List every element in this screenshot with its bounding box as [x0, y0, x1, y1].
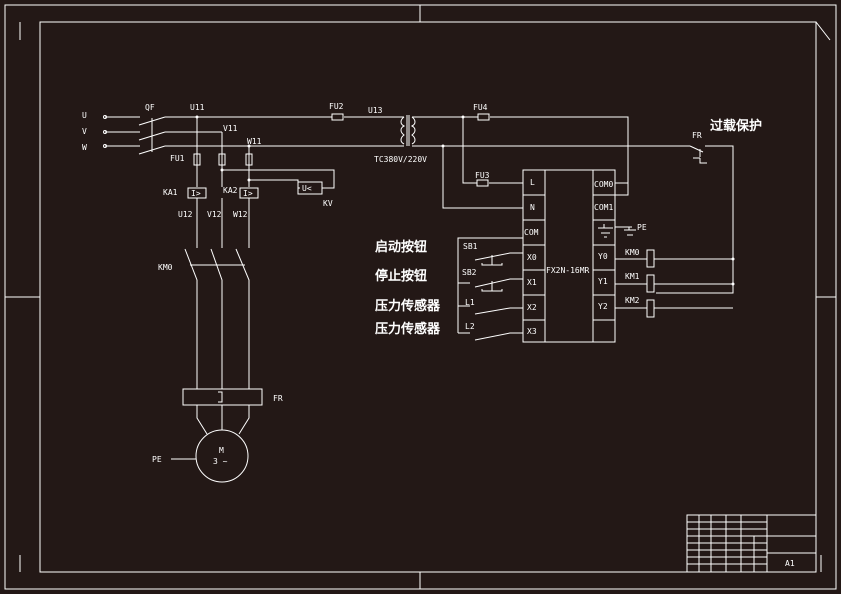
plc: L N COM X0 X1 X2 X3 COM0 COM1 Y0 Y1 Y2 F…	[522, 169, 647, 343]
label-plc-left-6: X3	[527, 327, 537, 336]
label-plc-right-4: Y1	[598, 277, 608, 286]
motor	[195, 429, 249, 483]
label-labels-FU3: FU3	[475, 171, 490, 180]
wire-line	[731, 282, 735, 286]
kv-relay	[297, 181, 323, 195]
label-labels-KA1: KA1	[163, 188, 178, 197]
label-labels-FR2: FR	[692, 131, 702, 140]
wire-line	[165, 116, 404, 147]
label-labels-SB1: SB1	[463, 242, 478, 251]
label-plc-coils-0: KM0	[625, 248, 640, 257]
label-labels-V12: V12	[207, 210, 222, 219]
label-labels-KA2: KA2	[223, 186, 238, 195]
wire-line	[476, 179, 489, 187]
wire-line	[222, 169, 335, 189]
wire-line	[245, 153, 253, 166]
wire-line	[4, 4, 837, 590]
wire-line	[522, 169, 616, 343]
wire-line	[477, 113, 490, 121]
label-labels-stop_btn: 停止按钮	[375, 268, 427, 284]
label-plc-left-1: N	[530, 203, 535, 212]
label-title_block-sheet: A1	[785, 559, 795, 568]
wire-line	[220, 168, 224, 172]
label-labels-start_btn: 启动按钮	[375, 239, 427, 255]
qf-breaker	[105, 116, 166, 155]
label-labels-L1: L1	[465, 298, 475, 307]
label-labels-M3: 3 ~	[213, 457, 228, 466]
label-plc-left-4: X1	[527, 278, 537, 287]
wire-line	[218, 391, 223, 403]
label-labels-KV: KV	[323, 199, 333, 208]
label-labels-overload: 过载保护	[710, 118, 762, 134]
label-labels-KV_sym: U<	[302, 184, 312, 193]
label-plc-model: FX2N-16MR	[546, 266, 590, 275]
label-labels-M: M	[219, 446, 224, 455]
label-labels-sensor1: 压力传感器	[375, 298, 441, 314]
wire-line	[195, 115, 199, 119]
label-labels-PE2: PE	[637, 223, 647, 232]
fr-contact	[689, 145, 707, 164]
label-labels-KA_sym: I>	[243, 189, 253, 198]
wire-line	[523, 170, 615, 342]
wire-line	[196, 405, 250, 435]
label-plc-left-0: L	[530, 178, 535, 187]
wire-line	[39, 21, 817, 573]
wire-line	[615, 258, 733, 309]
label-labels-FU1: FU1	[170, 154, 185, 163]
label-labels-TC: TC380V/220V	[374, 155, 427, 164]
label-labels-W11: W11	[247, 137, 262, 146]
power-circuit: U V W QF U11 V11 W11 FU2 U13 FU1 U< KV I…	[82, 102, 404, 483]
label-labels-PE: PE	[152, 455, 162, 464]
label-plc-right-1: COM1	[594, 203, 613, 212]
label-labels-U13: U13	[368, 106, 383, 115]
label-labels-SB2: SB2	[462, 268, 477, 277]
wire-line	[193, 153, 201, 166]
control-circuit: TC380V/220V FU4 FU3 FR 过载保护 L N COM X0 X…	[374, 103, 762, 343]
label-labels-W12: W12	[233, 210, 248, 219]
wire-line	[247, 144, 251, 148]
label-labels-KA_sym: I>	[191, 189, 201, 198]
wire-line	[247, 178, 251, 182]
label-labels-QF: QF	[145, 103, 155, 112]
wire-line	[481, 255, 503, 292]
label-plc-coils-2: KM2	[625, 296, 640, 305]
wire-line	[400, 116, 734, 294]
label-labels-U: U	[82, 111, 87, 120]
wire-line	[646, 249, 655, 268]
label-labels-U12: U12	[178, 210, 193, 219]
label-labels-V: V	[82, 127, 87, 136]
fu2-fuse	[331, 113, 344, 121]
wire-line	[5, 5, 836, 589]
label-plc-left-5: X2	[527, 303, 537, 312]
drawing-frame	[4, 4, 837, 590]
title-block: A1	[686, 514, 817, 573]
wire-line	[218, 153, 226, 166]
wire-line	[598, 224, 636, 238]
label-labels-KM0: KM0	[158, 263, 173, 272]
wire-line	[442, 117, 523, 209]
label-plc-right-5: Y2	[598, 302, 608, 311]
wire-line	[646, 299, 655, 318]
label-plc-right-3: Y0	[598, 252, 608, 261]
wire-line	[646, 274, 655, 293]
label-plc-right-0: COM0	[594, 180, 613, 189]
wire-line	[196, 198, 250, 248]
label-plc-left-3: X0	[527, 253, 537, 262]
label-plc-left-2: COM	[524, 228, 539, 237]
wire-line	[687, 515, 816, 572]
label-labels-V11: V11	[223, 124, 238, 133]
label-labels-FR: FR	[273, 394, 283, 403]
label-plc-coils-1: KM1	[625, 272, 640, 281]
label-labels-U11: U11	[190, 103, 205, 112]
km0-contacts	[184, 248, 250, 389]
label-labels-L2: L2	[465, 322, 475, 331]
label-labels-W: W	[82, 143, 87, 152]
wire-line	[457, 237, 523, 341]
label-labels-FU2: FU2	[329, 102, 344, 111]
label-labels-sensor2: 压力传感器	[375, 321, 441, 337]
label-labels-FU4: FU4	[473, 103, 488, 112]
wire-line	[731, 257, 735, 261]
transformer	[400, 115, 416, 146]
